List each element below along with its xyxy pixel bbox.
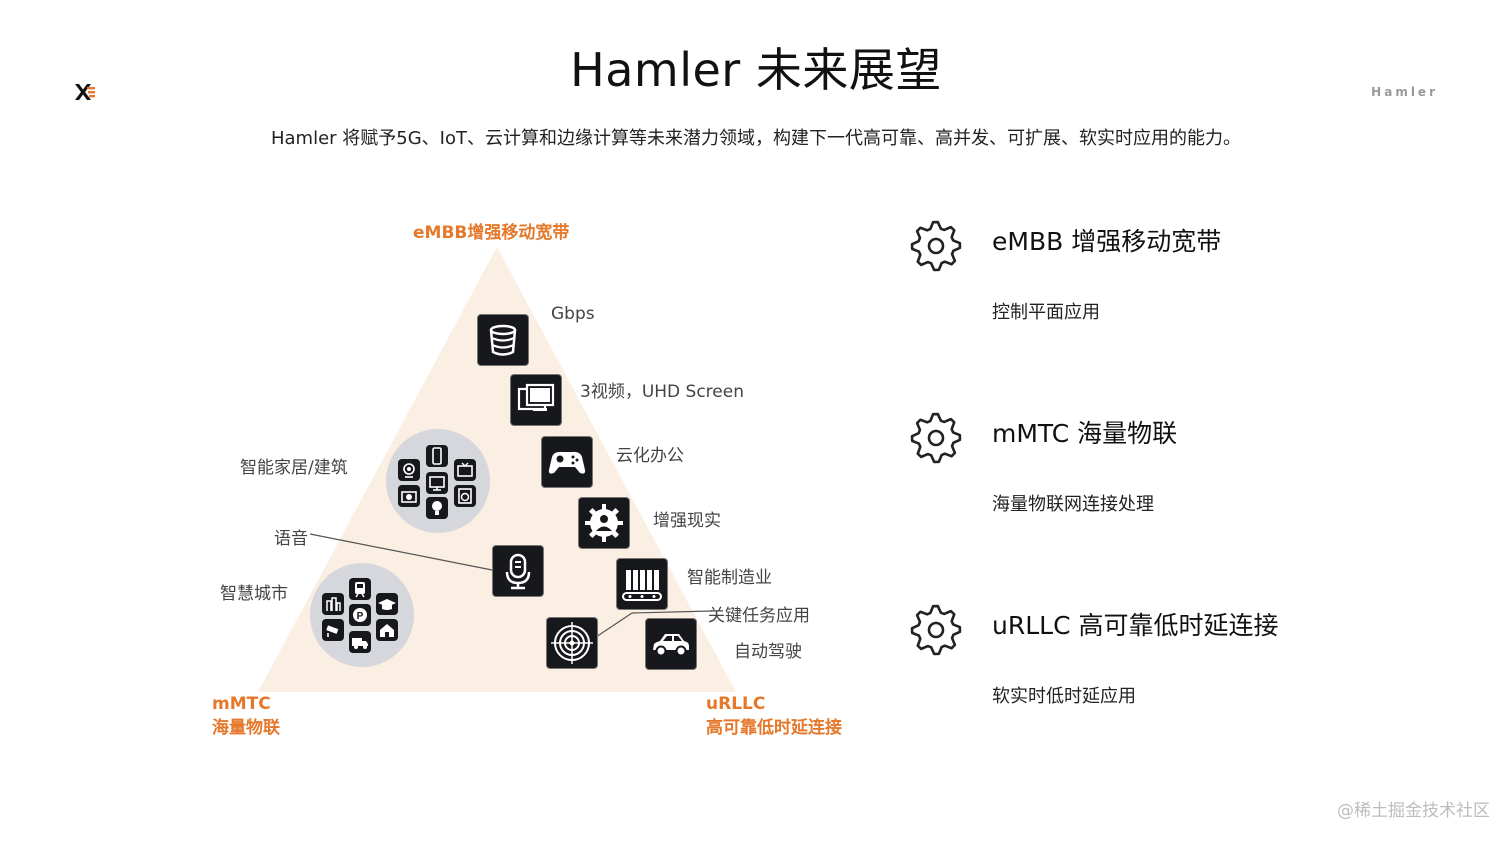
train-icon [349, 578, 371, 600]
phone-icon [426, 445, 448, 467]
tv-icon [454, 459, 476, 481]
gear-person-icon [578, 497, 630, 549]
label-mission-critical: 关键任务应用 [708, 606, 810, 626]
pyramid-left-label: mMTC 海量物联 [212, 692, 280, 740]
page-title: Hamler 未来展望 [570, 43, 942, 97]
bulb-icon [426, 497, 448, 519]
label-video: 3视频，UHD Screen [580, 382, 744, 402]
svg-text:P: P [357, 611, 364, 622]
car-icon [645, 618, 697, 670]
pyramid-left-label-line1: mMTC [212, 694, 271, 714]
buildings-icon [322, 593, 344, 615]
label-autonomous: 自动驾驶 [734, 642, 802, 662]
pyramid-right-label-line2: 高可靠低时延连接 [706, 718, 842, 738]
home-icon [376, 619, 398, 641]
label-smart-home: 智能家居/建筑 [240, 458, 348, 478]
gear-icon [910, 220, 962, 272]
label-smart-city: 智慧城市 [220, 584, 288, 604]
feature-desc: 海量物联网连接处理 [992, 494, 1154, 515]
camera-icon [398, 459, 420, 481]
database-icon [477, 314, 529, 366]
parking-icon: P [349, 604, 371, 626]
feature-title: mMTC 海量物联 [992, 419, 1178, 448]
feature-title: eMBB 增强移动宽带 [992, 227, 1222, 256]
washer-icon [454, 485, 476, 507]
pyramid-top-label: eMBB增强移动宽带 [413, 223, 570, 243]
hamler-logo-icon [75, 84, 95, 100]
monitor-icon [510, 374, 562, 426]
photo-camera-icon [398, 485, 420, 507]
display-icon [426, 472, 448, 494]
label-gbps: Gbps [551, 304, 595, 324]
pyramid-right-label: uRLLC 高可靠低时延连接 [706, 692, 842, 740]
pyramid-right-label-line1: uRLLC [706, 694, 766, 714]
gear-icon [910, 412, 962, 464]
feature-desc: 控制平面应用 [992, 302, 1100, 323]
pyramid-left-label-line2: 海量物联 [212, 718, 280, 738]
label-office: 云化办公 [616, 446, 684, 466]
feature-desc: 软实时低时延应用 [992, 686, 1136, 707]
page-subtitle: Hamler 将赋予5G、IoT、云计算和边缘计算等未来潜力领域，构建下一代高可… [270, 128, 1241, 149]
label-voice: 语音 [274, 529, 308, 549]
gear-icon [910, 604, 962, 656]
target-icon [546, 617, 598, 669]
cctv-icon [322, 619, 344, 641]
label-manufacturing: 智能制造业 [687, 568, 772, 588]
gamepad-icon [541, 436, 593, 488]
label-ar: 增强现实 [653, 511, 721, 531]
graduation-cap-icon [376, 593, 398, 615]
watermark: @稀土掘金技术社区 [1337, 801, 1490, 821]
microphone-icon [492, 545, 544, 597]
truck-icon [349, 631, 371, 653]
brand-text: Hamler [1371, 85, 1438, 99]
conveyor-icon [616, 558, 668, 610]
feature-title: uRLLC 高可靠低时延连接 [992, 611, 1279, 640]
